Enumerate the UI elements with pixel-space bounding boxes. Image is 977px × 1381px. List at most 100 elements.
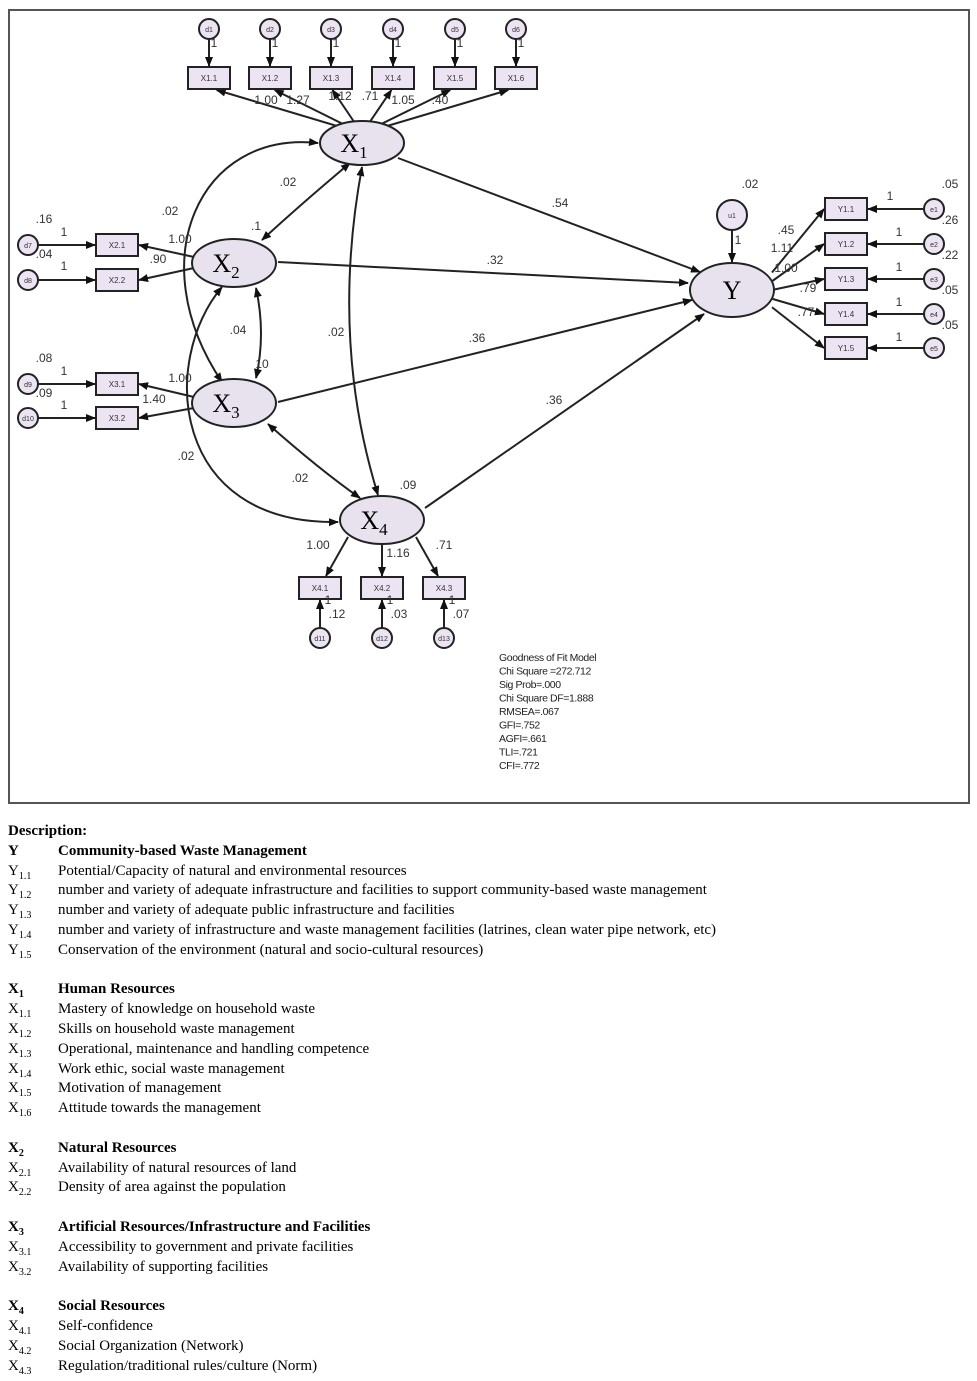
- coefficient-label: 1.12: [328, 89, 352, 103]
- coefficient-label: 1.00: [168, 371, 192, 385]
- gof-line: TLI=.721: [499, 747, 538, 759]
- error-d6: [505, 18, 527, 40]
- indicator-label: X1.1: [201, 74, 218, 83]
- error-label: d6: [512, 27, 520, 34]
- coefficient-label: 1.16: [386, 546, 410, 560]
- gof-line: RMSEA=.067: [499, 706, 559, 718]
- error-label: d13: [438, 636, 450, 643]
- indicator-label: Y1.2: [838, 240, 855, 249]
- coefficient-label: 1: [735, 233, 742, 247]
- coefficient-label: .16: [36, 212, 53, 226]
- indicator-label: X2.1: [109, 241, 126, 250]
- coefficient-label: .71: [362, 89, 379, 103]
- latent-x3: [191, 378, 277, 428]
- loading-arrow: [771, 297, 825, 316]
- loading-arrow: [138, 407, 195, 421]
- loading-arrow: [138, 382, 195, 398]
- error-label: d11: [314, 636, 325, 643]
- path-x3-y: [277, 298, 693, 403]
- coefficient-label: .09: [400, 478, 417, 492]
- error-d3: [320, 18, 342, 40]
- indicator-label: X1.5: [447, 74, 464, 83]
- coefficient-label: .08: [36, 351, 53, 365]
- coefficient-label: 1: [387, 593, 394, 607]
- path-x4-y: [424, 313, 705, 509]
- coefficient-label: 1: [449, 593, 456, 607]
- error-d7: [17, 234, 39, 256]
- indicator-Y1.5: [824, 336, 868, 360]
- coefficient-label: 1: [896, 295, 903, 309]
- error-e2: [923, 233, 945, 255]
- coefficient-label: .36: [546, 393, 563, 407]
- indicator-label: Y1.3: [838, 275, 855, 284]
- indicator-X3.2: [95, 406, 139, 430]
- gof-line: Chi Square =272.712: [499, 666, 591, 678]
- description-heading: Description:: [8, 823, 88, 839]
- indicator-X1.3: [309, 66, 353, 90]
- error-e5: [923, 337, 945, 359]
- error-label: d12: [376, 636, 388, 643]
- loading-arrow: [372, 89, 452, 129]
- coefficient-label: .90: [150, 252, 167, 266]
- indicator-label: X4.1: [312, 584, 329, 593]
- coefficient-label: .02: [162, 204, 179, 218]
- coefficient-label: .32: [487, 253, 504, 267]
- coefficient-label: 1: [457, 36, 464, 50]
- coefficient-label: .04: [230, 323, 247, 337]
- coefficient-label: .05: [942, 177, 959, 191]
- latent-x1: [319, 120, 405, 166]
- error-label: e3: [930, 277, 938, 284]
- coefficient-label: .04: [36, 247, 53, 261]
- error-label: d10: [22, 416, 34, 423]
- coefficient-label: 1: [325, 593, 332, 607]
- figure-frame: [8, 9, 970, 804]
- coefficient-label: 1: [896, 330, 903, 344]
- loading-arrow: [380, 88, 510, 129]
- gof-line: CFI=.772: [499, 760, 540, 772]
- indicator-Y1.3: [824, 267, 868, 291]
- coefficient-label: .71: [436, 538, 453, 552]
- path-x2-y: [277, 261, 689, 287]
- coefficient-label: .45: [778, 223, 795, 237]
- error-d5: [444, 18, 466, 40]
- coefficient-label: 1.00: [774, 261, 798, 275]
- indicator-X2.1: [95, 233, 139, 257]
- coefficient-label: .02: [292, 471, 309, 485]
- indicator-Y1.2: [824, 232, 868, 256]
- loading-arrow: [771, 208, 825, 274]
- path-x1-y: [397, 157, 701, 273]
- coefficient-label: .26: [942, 213, 959, 227]
- coefficient-label: 1: [896, 225, 903, 239]
- coefficient-label: 1.27: [286, 93, 310, 107]
- coefficient-label: .77: [798, 305, 815, 319]
- error-d9: [17, 373, 39, 395]
- gof-line: GFI=.752: [499, 720, 540, 732]
- coefficient-label: 1.05: [391, 93, 415, 107]
- coefficient-label: 1: [61, 259, 68, 273]
- indicator-label: X3.2: [109, 414, 126, 423]
- covariance-x1-x4: [348, 166, 380, 496]
- error-label: e4: [930, 312, 938, 319]
- error-label: e2: [930, 242, 938, 249]
- indicator-label: X1.3: [323, 74, 340, 83]
- error-label: e5: [930, 346, 938, 353]
- indicator-X1.1: [187, 66, 231, 90]
- loading-arrow: [771, 276, 825, 291]
